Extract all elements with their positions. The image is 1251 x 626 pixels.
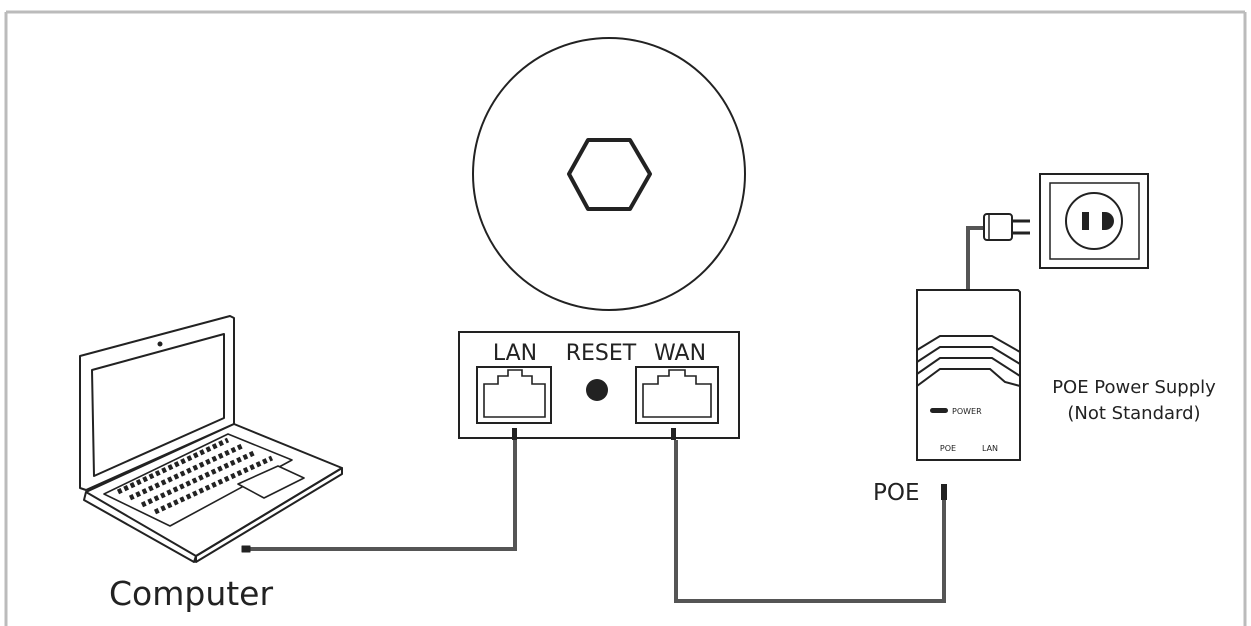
power-label: POWER: [952, 407, 982, 416]
poe-port-label: POE: [873, 480, 920, 506]
reset-button: [586, 379, 608, 401]
poe-adapter: POWER POE LAN: [916, 289, 1021, 500]
wan-port-label: WAN: [654, 341, 706, 366]
cable-computer-to-lan: [248, 440, 517, 551]
wall-outlet-icon: [1039, 173, 1149, 269]
laptop-icon: [79, 315, 343, 563]
adapter-poe-port-label: POE: [940, 444, 956, 453]
lan-port: [476, 366, 552, 424]
adapter-lan-port-label: LAN: [982, 444, 998, 453]
reset-label: RESET: [566, 341, 637, 366]
power-led-icon: [930, 408, 948, 413]
poe-supply-label-line2: (Not Standard): [1067, 403, 1200, 424]
power-plug-icon: [983, 213, 1030, 241]
wan-port: [635, 366, 719, 424]
router-port-panel: LAN RESET WAN: [458, 331, 740, 440]
access-point: [472, 37, 746, 311]
hexagon-logo-icon: [567, 138, 652, 211]
cable-wan-to-poe: [674, 440, 946, 603]
cables: [248, 226, 986, 603]
computer-label: Computer: [109, 574, 273, 613]
lan-port-label: LAN: [493, 341, 537, 366]
cable-adapter-to-outlet: [966, 226, 986, 290]
diagram-frame: [4, 10, 1247, 626]
poe-supply-label-line1: POE Power Supply: [1052, 377, 1216, 398]
